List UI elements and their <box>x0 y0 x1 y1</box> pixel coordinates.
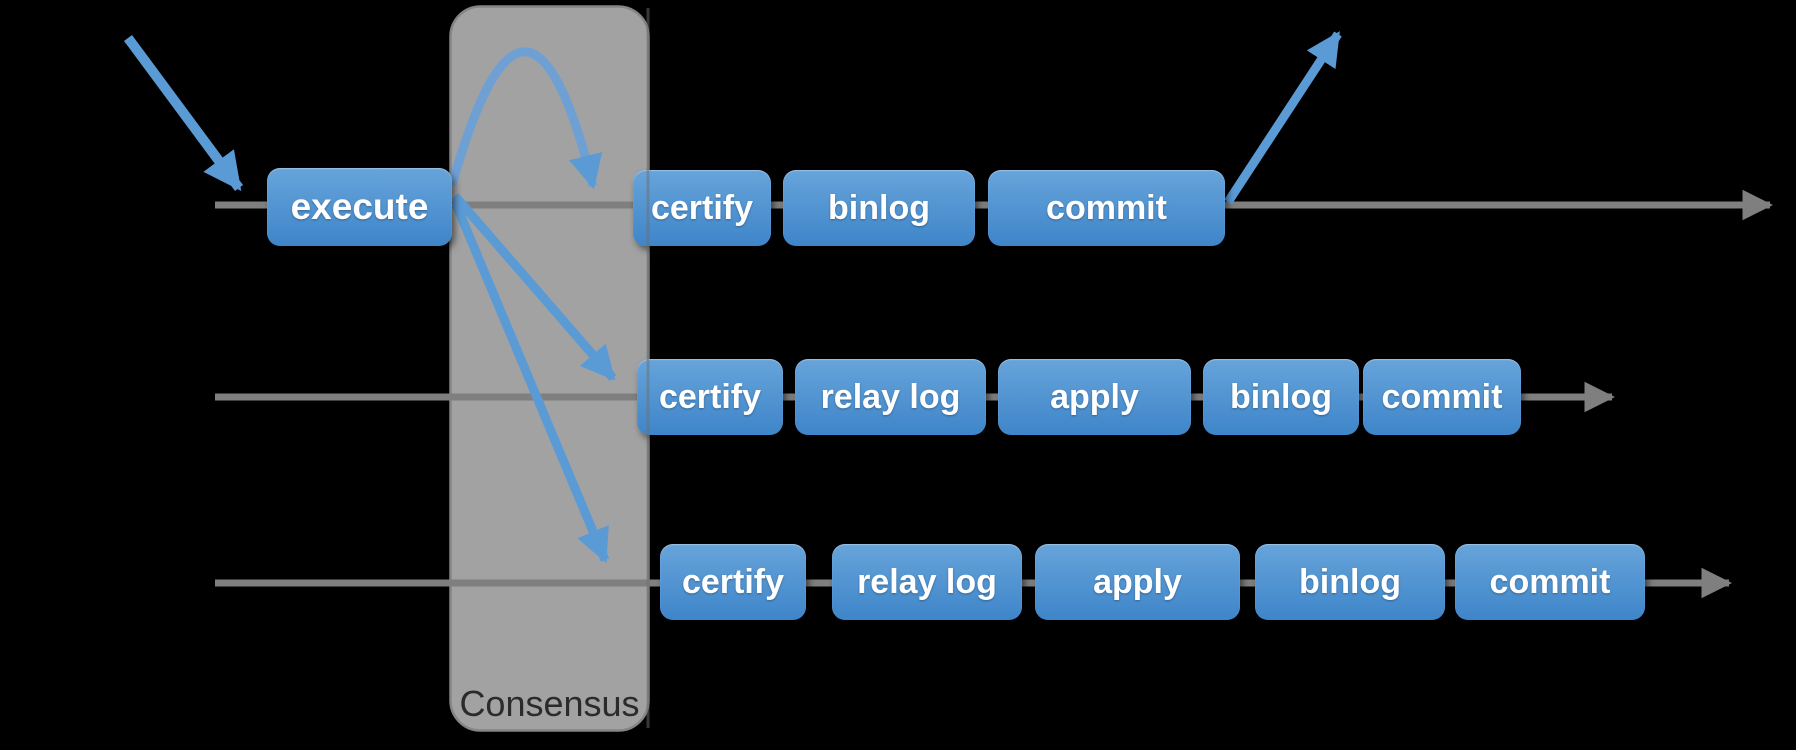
incoming-transaction-arrow <box>123 35 244 192</box>
binlog-box-secondary-2: binlog <box>1255 544 1445 620</box>
consensus-broadcast-arrow-2 <box>450 200 610 564</box>
consensus-label: Consensus <box>459 683 640 724</box>
certify-box-secondary-1: certify <box>637 359 783 435</box>
binlog-box-primary: binlog <box>783 170 975 246</box>
apply-box-secondary-2: apply <box>1035 544 1240 620</box>
commit-box-secondary-1: commit <box>1363 359 1521 435</box>
certify-box-secondary-2: certify <box>660 544 806 620</box>
relay-log-box-secondary-2: relay log <box>832 544 1022 620</box>
relay-log-box-secondary-1: relay log <box>795 359 986 435</box>
execute-box: execute <box>267 168 452 246</box>
certify-box-primary: certify <box>633 170 771 246</box>
response-arrow <box>1224 31 1342 205</box>
consensus-arc-arrow <box>447 47 603 190</box>
binlog-box-secondary-1: binlog <box>1203 359 1359 435</box>
consensus-broadcast-arrow-1 <box>451 193 617 381</box>
consensus-box <box>449 5 650 732</box>
commit-box-secondary-2: commit <box>1455 544 1645 620</box>
apply-box-secondary-1: apply <box>998 359 1191 435</box>
commit-box-primary: commit <box>988 170 1225 246</box>
